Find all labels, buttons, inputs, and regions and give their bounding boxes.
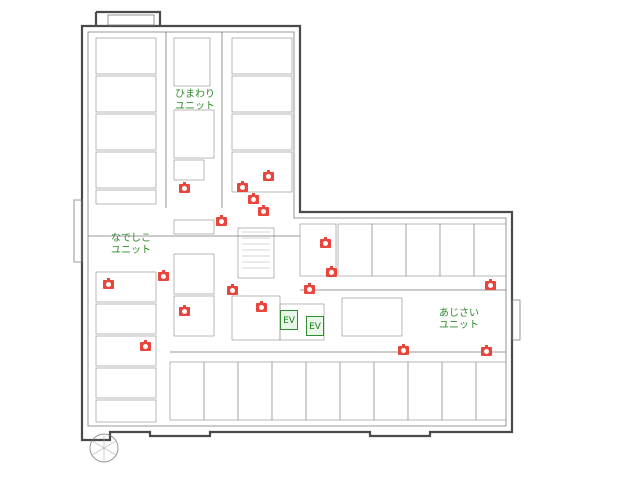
left-rooms-top bbox=[95, 37, 157, 205]
camera-icon[interactable] bbox=[103, 278, 114, 289]
unit-label-nadeshiko: なでしこ ユニット bbox=[111, 233, 151, 256]
camera-icon[interactable] bbox=[179, 182, 190, 193]
elevator-1[interactable]: EV bbox=[280, 310, 298, 330]
camera-icon[interactable] bbox=[485, 279, 496, 290]
camera-icon[interactable] bbox=[140, 340, 151, 351]
bay-windows bbox=[73, 199, 521, 341]
camera-icon[interactable] bbox=[481, 345, 492, 356]
roof-deck bbox=[94, 10, 162, 26]
camera-icon[interactable] bbox=[216, 215, 227, 226]
camera-icon[interactable] bbox=[263, 170, 274, 181]
unit-label-himawari: ひまわり ユニット bbox=[175, 89, 215, 112]
camera-icon[interactable] bbox=[248, 193, 259, 204]
camera-icon[interactable] bbox=[398, 344, 409, 355]
outer-wall bbox=[80, 24, 514, 442]
ajisai-top-rooms bbox=[299, 223, 507, 337]
inner-wall bbox=[87, 31, 507, 427]
vent-grille bbox=[107, 14, 155, 26]
corridor-lines bbox=[88, 32, 506, 353]
unit-label-ajisai: あじさい ユニット bbox=[439, 308, 479, 331]
nadeshiko-rooms bbox=[95, 271, 157, 423]
himawari-right-rooms bbox=[231, 37, 293, 193]
camera-icon[interactable] bbox=[227, 284, 238, 295]
camera-icon[interactable] bbox=[158, 270, 169, 281]
camera-icon[interactable] bbox=[179, 305, 190, 316]
elevator-2[interactable]: EV bbox=[306, 316, 324, 336]
camera-icon[interactable] bbox=[256, 301, 267, 312]
camera-icon[interactable] bbox=[304, 283, 315, 294]
camera-icon[interactable] bbox=[320, 237, 331, 248]
central-core bbox=[173, 227, 325, 341]
camera-icon[interactable] bbox=[258, 205, 269, 216]
himawari-center bbox=[173, 37, 215, 235]
camera-icon[interactable] bbox=[326, 266, 337, 277]
camera-icon[interactable] bbox=[237, 181, 248, 192]
bottom-rooms bbox=[169, 361, 507, 421]
spiral-stair bbox=[89, 433, 119, 463]
